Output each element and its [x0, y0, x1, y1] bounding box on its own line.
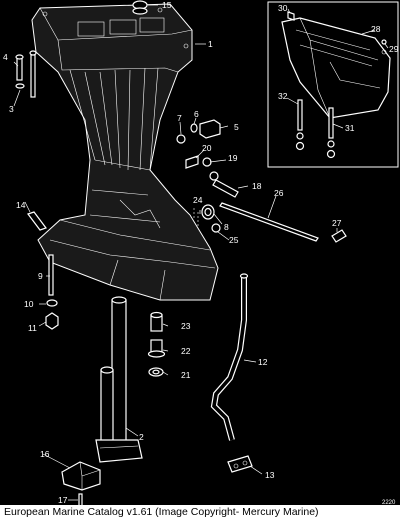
- callout-8: 8: [224, 222, 229, 232]
- callout-10: 10: [24, 299, 34, 309]
- callout-17: 17: [58, 495, 68, 505]
- parts-9-10-11: [45, 254, 59, 330]
- callout-18: 18: [252, 181, 262, 191]
- callout-numbers: 1 2 3 4 5 6 7 8 9 10 11 12 13 14 15 16 1…: [3, 0, 399, 506]
- callout-32: 32: [278, 91, 288, 101]
- leader-lines: [13, 4, 389, 501]
- callout-2: 2: [139, 432, 144, 442]
- callout-26: 26: [274, 188, 284, 198]
- callout-1: 1: [208, 39, 213, 49]
- callout-22: 22: [181, 346, 191, 356]
- callout-9: 9: [38, 271, 43, 281]
- callout-24: 24: [193, 195, 203, 205]
- callout-14: 14: [16, 200, 26, 210]
- exploded-parts-diagram: 1 2 3 4 5 6 7 8 9 10 11 12 13 14 15 16 1…: [3, 0, 399, 506]
- part-27: [331, 229, 347, 243]
- callout-15: 15: [162, 0, 172, 10]
- parts-16-17: [61, 461, 101, 506]
- callout-23: 23: [181, 321, 191, 331]
- callout-25: 25: [229, 235, 239, 245]
- driveshaft-housing: [31, 3, 219, 301]
- part-14: [27, 211, 47, 231]
- callout-11: 11: [28, 323, 37, 333]
- callout-4: 4: [3, 52, 8, 62]
- parts-21-22-23: [147, 311, 166, 377]
- callout-12: 12: [258, 357, 268, 367]
- callout-19: 19: [228, 153, 238, 163]
- part-2-tube: [95, 296, 143, 463]
- callout-7: 7: [177, 113, 182, 123]
- callout-29: 29: [389, 44, 399, 54]
- callout-5: 5: [234, 122, 239, 132]
- callout-30: 30: [278, 3, 288, 13]
- parts-8-24-25: [193, 204, 221, 233]
- callout-27: 27: [332, 218, 342, 228]
- part-12-water-tube: [210, 273, 249, 441]
- parts-5-6-7: [176, 119, 221, 181]
- copyright-caption: European Marine Catalog v1.61 (Image Cop…: [0, 505, 400, 520]
- callout-20: 20: [202, 143, 212, 153]
- callout-16: 16: [40, 449, 50, 459]
- parts-18-26: [212, 179, 319, 242]
- part-4-bolt: [15, 50, 37, 98]
- callout-28: 28: [371, 24, 381, 34]
- inset-box: [267, 1, 399, 168]
- callout-3: 3: [9, 104, 14, 114]
- part-15-cap: [132, 0, 148, 15]
- callout-31: 31: [345, 123, 355, 133]
- callout-21: 21: [181, 370, 191, 380]
- corner-code: 2220: [382, 500, 396, 506]
- callout-6: 6: [194, 109, 199, 119]
- part-13-grommet: [227, 455, 253, 473]
- callout-13: 13: [265, 470, 275, 480]
